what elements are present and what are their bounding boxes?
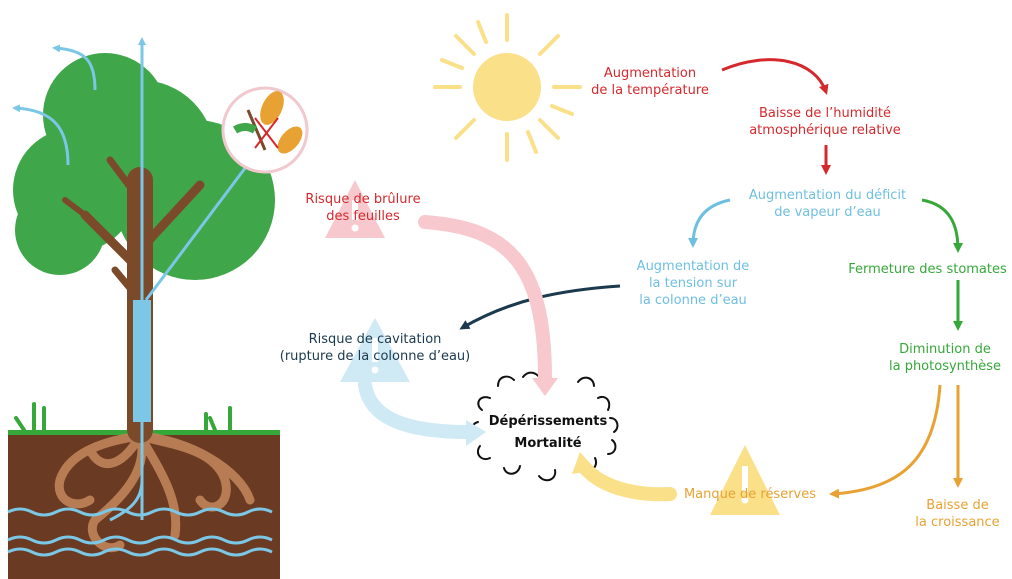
warning-icon-cavitation	[340, 318, 410, 382]
arrow-photosynthesis-to-reserves	[829, 384, 942, 499]
label-reserves-lack: Manque de réserves	[683, 487, 817, 502]
arrow-burn-to-outcome	[418, 215, 558, 396]
leaf-zoom-circle	[221, 86, 309, 174]
arrow-deficit-to-stomata	[921, 198, 963, 253]
warning-icon-reserves	[710, 445, 780, 515]
transpiration-arrows	[12, 44, 97, 166]
groundwater-waves	[7, 507, 273, 557]
tree-roots	[54, 431, 255, 553]
grass-tuft-right	[204, 406, 232, 432]
label-cavitation-risk: Risque de cavitation(rupture de la colon…	[279, 332, 471, 364]
arrow-temp-to-humidity	[721, 58, 829, 95]
arrow-deficit-to-tension	[688, 198, 731, 248]
warning-icon-burn	[325, 180, 385, 238]
grass-tuft-left	[14, 402, 46, 432]
arrow-reserves-to-outcome	[572, 452, 677, 502]
sun-icon	[433, 13, 582, 162]
arrow-cavitation-to-outcome	[358, 378, 486, 446]
label-stomata-closure: Fermeture des stomates	[848, 262, 1007, 277]
